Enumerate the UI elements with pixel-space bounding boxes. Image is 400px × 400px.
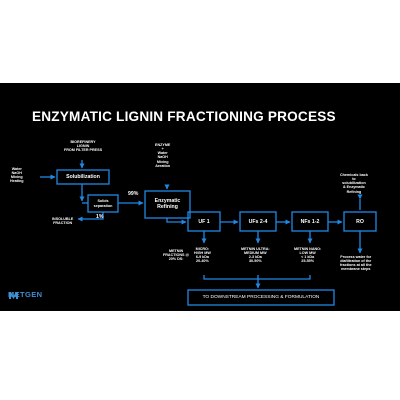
uf1-label: UF 1 (198, 218, 210, 225)
line-fractions-join (203, 275, 311, 280)
ufs24-label: UFs 2-4 (248, 218, 268, 225)
water-naoh-left-label: Water NaOH Mixing Heating (10, 167, 24, 184)
micro-fraction-label: MICRO: HIGH MW 6-9 kDa 20-40% (194, 247, 211, 264)
enzyme-input-label: ENZYME + Water NaOH Mixing Aeration (155, 143, 171, 168)
process-slide: ENZYMATIC LIGNIN FRACTIONING PROCESS BIO… (0, 83, 400, 311)
metgen-logo-text: METGEN (8, 290, 43, 299)
ultra-fraction-label: METNIN ULTRA: MEDIUM MW 2-3 kDa 30-50% (241, 247, 270, 264)
insoluble-fraction-label: INSOLUBLE FRACTION (52, 217, 74, 226)
metnin-fractions-label: METNIN FRACTIONS @ 20% DS: (163, 249, 190, 262)
downstream-box (187, 289, 335, 306)
nfs12-label: NFs 1-2 (300, 218, 320, 225)
biorefinery-lignin-label: BIOREFINERY LIGNIN FROM FILTER PRESS (64, 140, 103, 153)
ro-label: RO (356, 218, 364, 225)
downstream-label: TO DOWNSTREAM PROCESSING & FORMULATION (202, 295, 320, 300)
nano-fraction-label: METNIN NANO: LOW MW < 1 kDa 25-55% (294, 247, 322, 264)
solubilization-tank (56, 169, 110, 185)
pct-1-label: 1% (96, 214, 104, 220)
process-diagram (40, 160, 377, 306)
arrow-solids-to-insoluble (77, 212, 104, 222)
chemicals-back-label: Chemicals back to solubilization & Enzym… (340, 173, 368, 194)
process-water-label: Process water for diafiltration of the f… (340, 255, 372, 272)
metgen-logo-icon (9, 292, 18, 299)
solubilization-label: Solubilization (66, 174, 100, 180)
enzymatic-refining-label: Enzymatic Refining (154, 197, 181, 210)
solids-separation-label: Solids separation (93, 199, 113, 208)
pct-99-label: 99% (128, 191, 139, 197)
arrow-refining-to-uf1 (166, 218, 187, 225)
metgen-logo: METGEN (8, 290, 42, 299)
page-title: ENZYMATIC LIGNIN FRACTIONING PROCESS (32, 109, 336, 124)
